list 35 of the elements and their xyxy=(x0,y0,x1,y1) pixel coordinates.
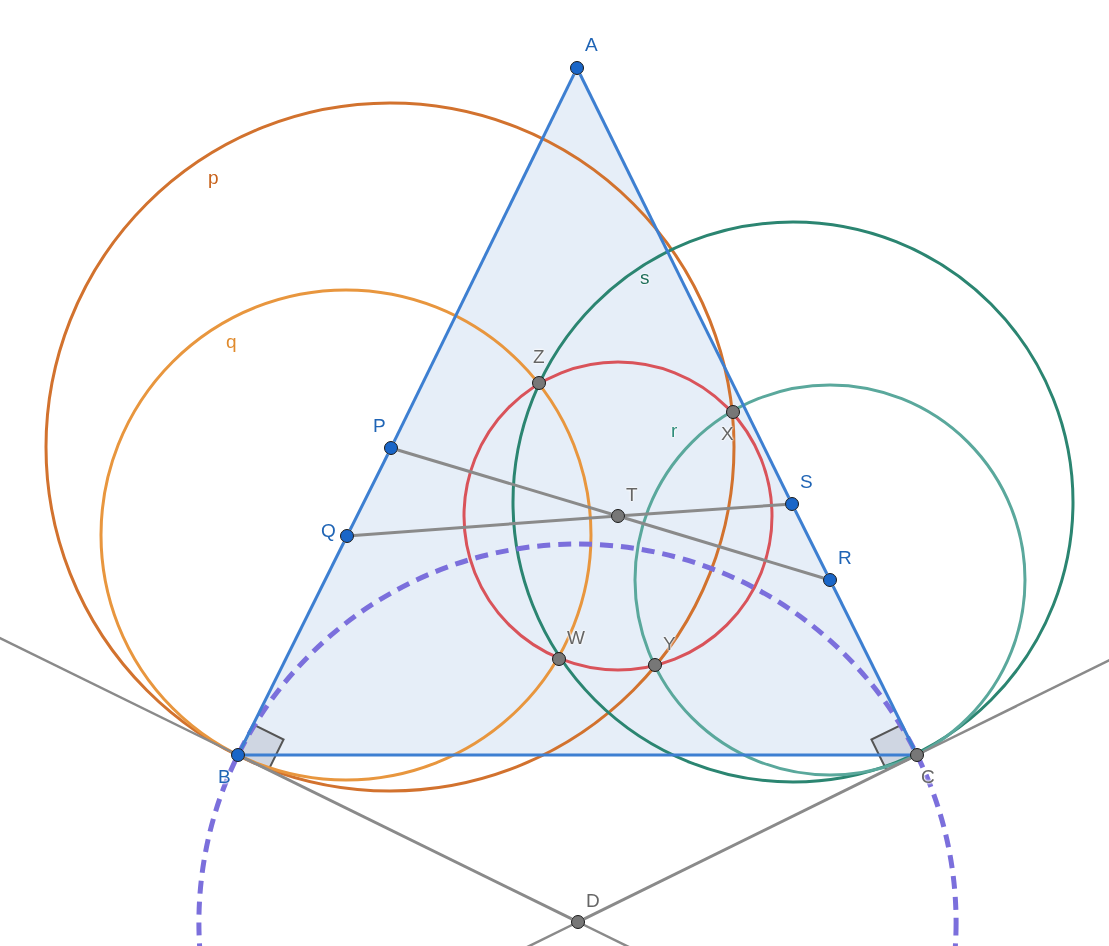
point-label: Z xyxy=(533,347,545,366)
line-segment xyxy=(353,515,612,537)
circle-label: q xyxy=(226,332,237,351)
circle-label: s xyxy=(640,268,650,287)
point-label: T xyxy=(626,485,638,504)
line-segment xyxy=(793,509,829,575)
point xyxy=(570,61,584,75)
circle-label: p xyxy=(208,168,219,187)
point xyxy=(571,915,585,929)
point xyxy=(384,441,398,455)
point-label: B xyxy=(218,767,231,786)
line-segment xyxy=(583,756,912,921)
line-segment xyxy=(245,753,910,757)
point xyxy=(910,748,924,762)
point-label: Q xyxy=(321,521,336,540)
point xyxy=(823,573,837,587)
point xyxy=(785,497,799,511)
line-segment xyxy=(831,585,916,750)
point-label: R xyxy=(838,548,852,567)
circle-label: r xyxy=(671,421,678,440)
line-segment xyxy=(392,73,576,443)
point-label: P xyxy=(373,416,386,435)
point-label: A xyxy=(585,35,598,54)
line-segment xyxy=(397,448,612,516)
line-segment xyxy=(624,516,824,580)
point xyxy=(340,529,354,543)
line-segment xyxy=(243,756,573,921)
line-segment xyxy=(348,453,390,531)
point-label: C xyxy=(921,767,935,786)
point-label: S xyxy=(800,472,813,491)
line-segment xyxy=(624,503,786,517)
point-label: D xyxy=(586,891,600,910)
line-segment xyxy=(578,73,791,499)
point xyxy=(231,748,245,762)
line-segment xyxy=(239,541,346,750)
